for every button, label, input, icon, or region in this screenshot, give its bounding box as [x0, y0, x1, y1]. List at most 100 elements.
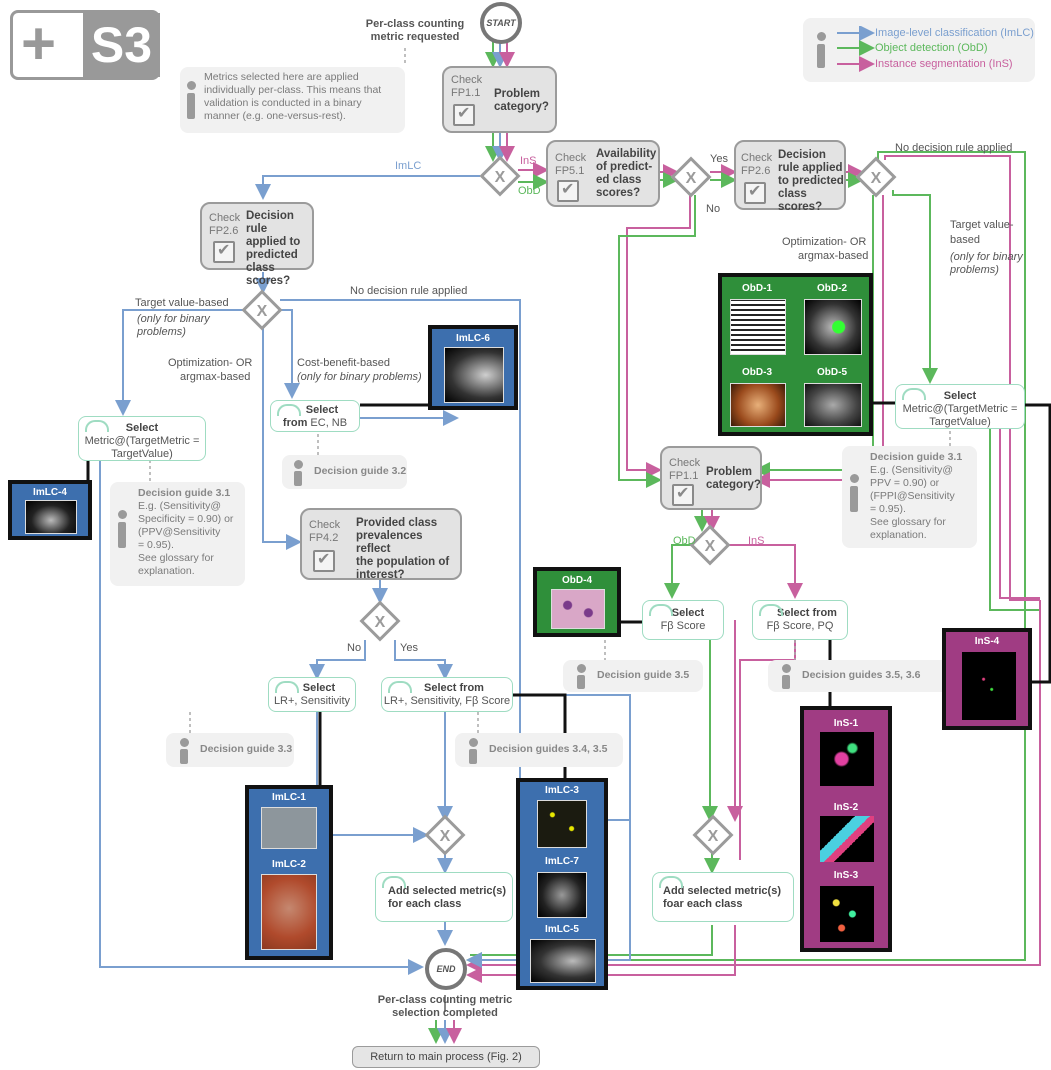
legend-ins: Instance segmentation (InS)	[875, 58, 1013, 70]
panel-title: InS-3	[833, 870, 859, 881]
gauge-icon	[382, 876, 406, 888]
info-icon-bar	[469, 749, 477, 764]
panel-title: ObD-3	[742, 367, 772, 378]
edge-label-target-left: Target value-based	[135, 297, 229, 309]
edge-label-yes: Yes	[710, 153, 728, 165]
select-title: Select	[671, 607, 705, 619]
edge-label-opt-left-2: argmax-based	[180, 371, 251, 383]
edge-label-target-right-1: Target value-	[950, 219, 1014, 231]
edge-label-obd-mid: ObD	[673, 535, 696, 547]
info-icon	[294, 460, 303, 469]
cell-segmentation-image	[820, 732, 874, 786]
select-body: Fβ Score	[660, 620, 706, 632]
info-icon-bar	[180, 749, 188, 764]
add-metric-right: Add selected metric(s) foar each class	[652, 872, 794, 922]
check-label: Check	[669, 457, 701, 469]
return-to-main-button[interactable]: Return to main process (Fig. 2)	[352, 1046, 540, 1068]
check-question: Decision rule applied to predicted class…	[778, 149, 844, 213]
edge-label-yes-42: Yes	[400, 642, 418, 654]
edge-label-no-42: No	[347, 642, 362, 654]
info-icon	[577, 664, 586, 673]
endoscopy-image	[730, 383, 786, 427]
guide-3-1-right: Decision guide 3.1 E.g. (Sensitivity@ PP…	[842, 446, 977, 548]
intro-note-text: Metrics selected here are applied indivi…	[204, 71, 382, 122]
checkbox-icon	[744, 181, 766, 204]
nuclei-segmentation-image	[820, 886, 874, 942]
select-title: Select	[943, 390, 977, 402]
logo-label: S3	[83, 13, 160, 77]
svg-text:X: X	[871, 170, 882, 187]
svg-text:X: X	[257, 303, 268, 320]
end-caption: Per-class counting metric selection comp…	[377, 994, 513, 1019]
panel-title: ImLC-2	[272, 859, 306, 870]
check-label: Check	[451, 74, 483, 86]
check-fp5-1: Check FP5.1 Availability of predict- ed …	[546, 140, 660, 207]
gauge-icon	[85, 420, 109, 432]
dermoscopy-image	[261, 874, 317, 950]
guide-3-3: Decision guide 3.3	[166, 733, 294, 767]
panel-title: ObD-4	[562, 575, 592, 586]
guide-title: Decision guide 3.5	[597, 669, 690, 681]
gauge-icon	[659, 876, 683, 888]
check-question: Problem category?	[494, 88, 549, 113]
svg-text:X: X	[705, 538, 716, 555]
gauge-icon	[388, 681, 412, 693]
info-icon-bar	[118, 522, 126, 548]
check-code: FP2.6	[741, 165, 771, 177]
select-body: Metric@(TargetMetric = TargetValue)	[84, 435, 200, 460]
edge-label-opt-left-1: Optimization- OR	[168, 357, 253, 369]
edge-label-ins: InS	[520, 155, 537, 167]
info-icon-bar	[577, 675, 585, 689]
grid-detection-image	[730, 299, 786, 355]
panel-imlc-6: ImLC-6	[428, 325, 518, 410]
info-icon	[850, 474, 859, 483]
info-icon	[118, 510, 127, 519]
panel-title: InS-2	[833, 802, 859, 813]
info-icon	[817, 32, 826, 41]
svg-text:X: X	[495, 169, 506, 186]
checkbox-icon	[557, 179, 579, 202]
intro-note: Metrics selected here are applied indivi…	[180, 67, 405, 133]
edge-label-opt-right-1: Optimization- OR	[782, 236, 867, 248]
check-fp2-6-left: Check FP2.6 Decision rule applied to pre…	[200, 202, 314, 287]
info-icon-bar	[850, 486, 858, 512]
edge-label-binary-left: (only for binary problems)	[137, 313, 210, 338]
guide-3-1-left: Decision guide 3.1 E.g. (Sensitivity@ Sp…	[110, 482, 245, 586]
legend-arrows	[837, 26, 875, 72]
legend-imlc: Image-level classification (ImLC)	[875, 27, 1034, 39]
info-icon	[180, 738, 189, 747]
start-caption: Per-class counting metric requested	[365, 18, 465, 43]
plus-icon: +	[21, 10, 57, 77]
guide-title: Decision guide 3.1	[138, 487, 231, 499]
end-node: END	[425, 948, 467, 990]
select-fbeta-pq: Select from Fβ Score, PQ	[752, 600, 848, 640]
gauge-icon	[275, 681, 299, 693]
panel-ins-4: InS-4	[942, 628, 1032, 730]
check-fp2-6-right: Check FP2.6 Decision rule applied to pre…	[734, 140, 846, 213]
edge-label-target-right-2: based	[950, 234, 980, 246]
microscopy-image	[261, 807, 317, 849]
select-fbeta: Select Fβ Score	[642, 600, 724, 640]
guide-title: Decision guide 3.3	[200, 743, 293, 755]
info-icon	[187, 81, 196, 90]
panel-title: ImLC-6	[456, 333, 490, 344]
panel-imlc-3-7-5: ImLC-3 ImLC-7 ImLC-5	[516, 778, 608, 990]
guide-body: E.g. (Sensitivity@ PPV = 0.90) or (FPPI@…	[870, 464, 955, 541]
select-title: Add selected metric(s) for each class	[388, 885, 506, 910]
gauge-icon	[277, 404, 301, 416]
gauge-icon	[759, 604, 783, 616]
select-title: Select	[125, 422, 159, 434]
info-icon-bar	[294, 471, 302, 486]
panel-title: ImLC-7	[545, 856, 579, 867]
select-body-bold: from	[282, 417, 308, 429]
checkbox-icon	[313, 549, 335, 572]
select-body: LR+, Sensitivity	[273, 695, 351, 707]
brain-mri-image	[530, 939, 596, 983]
s3-logo: + S3	[10, 10, 160, 80]
edge-label-obd: ObD	[518, 185, 541, 197]
sparse-segmentation-image	[962, 652, 1016, 720]
guide-title: Decision guides 3.4, 3.5	[489, 743, 608, 755]
guide-title: Decision guide 3.2	[314, 465, 407, 477]
edge-label-opt-right-2: argmax-based	[798, 250, 869, 262]
